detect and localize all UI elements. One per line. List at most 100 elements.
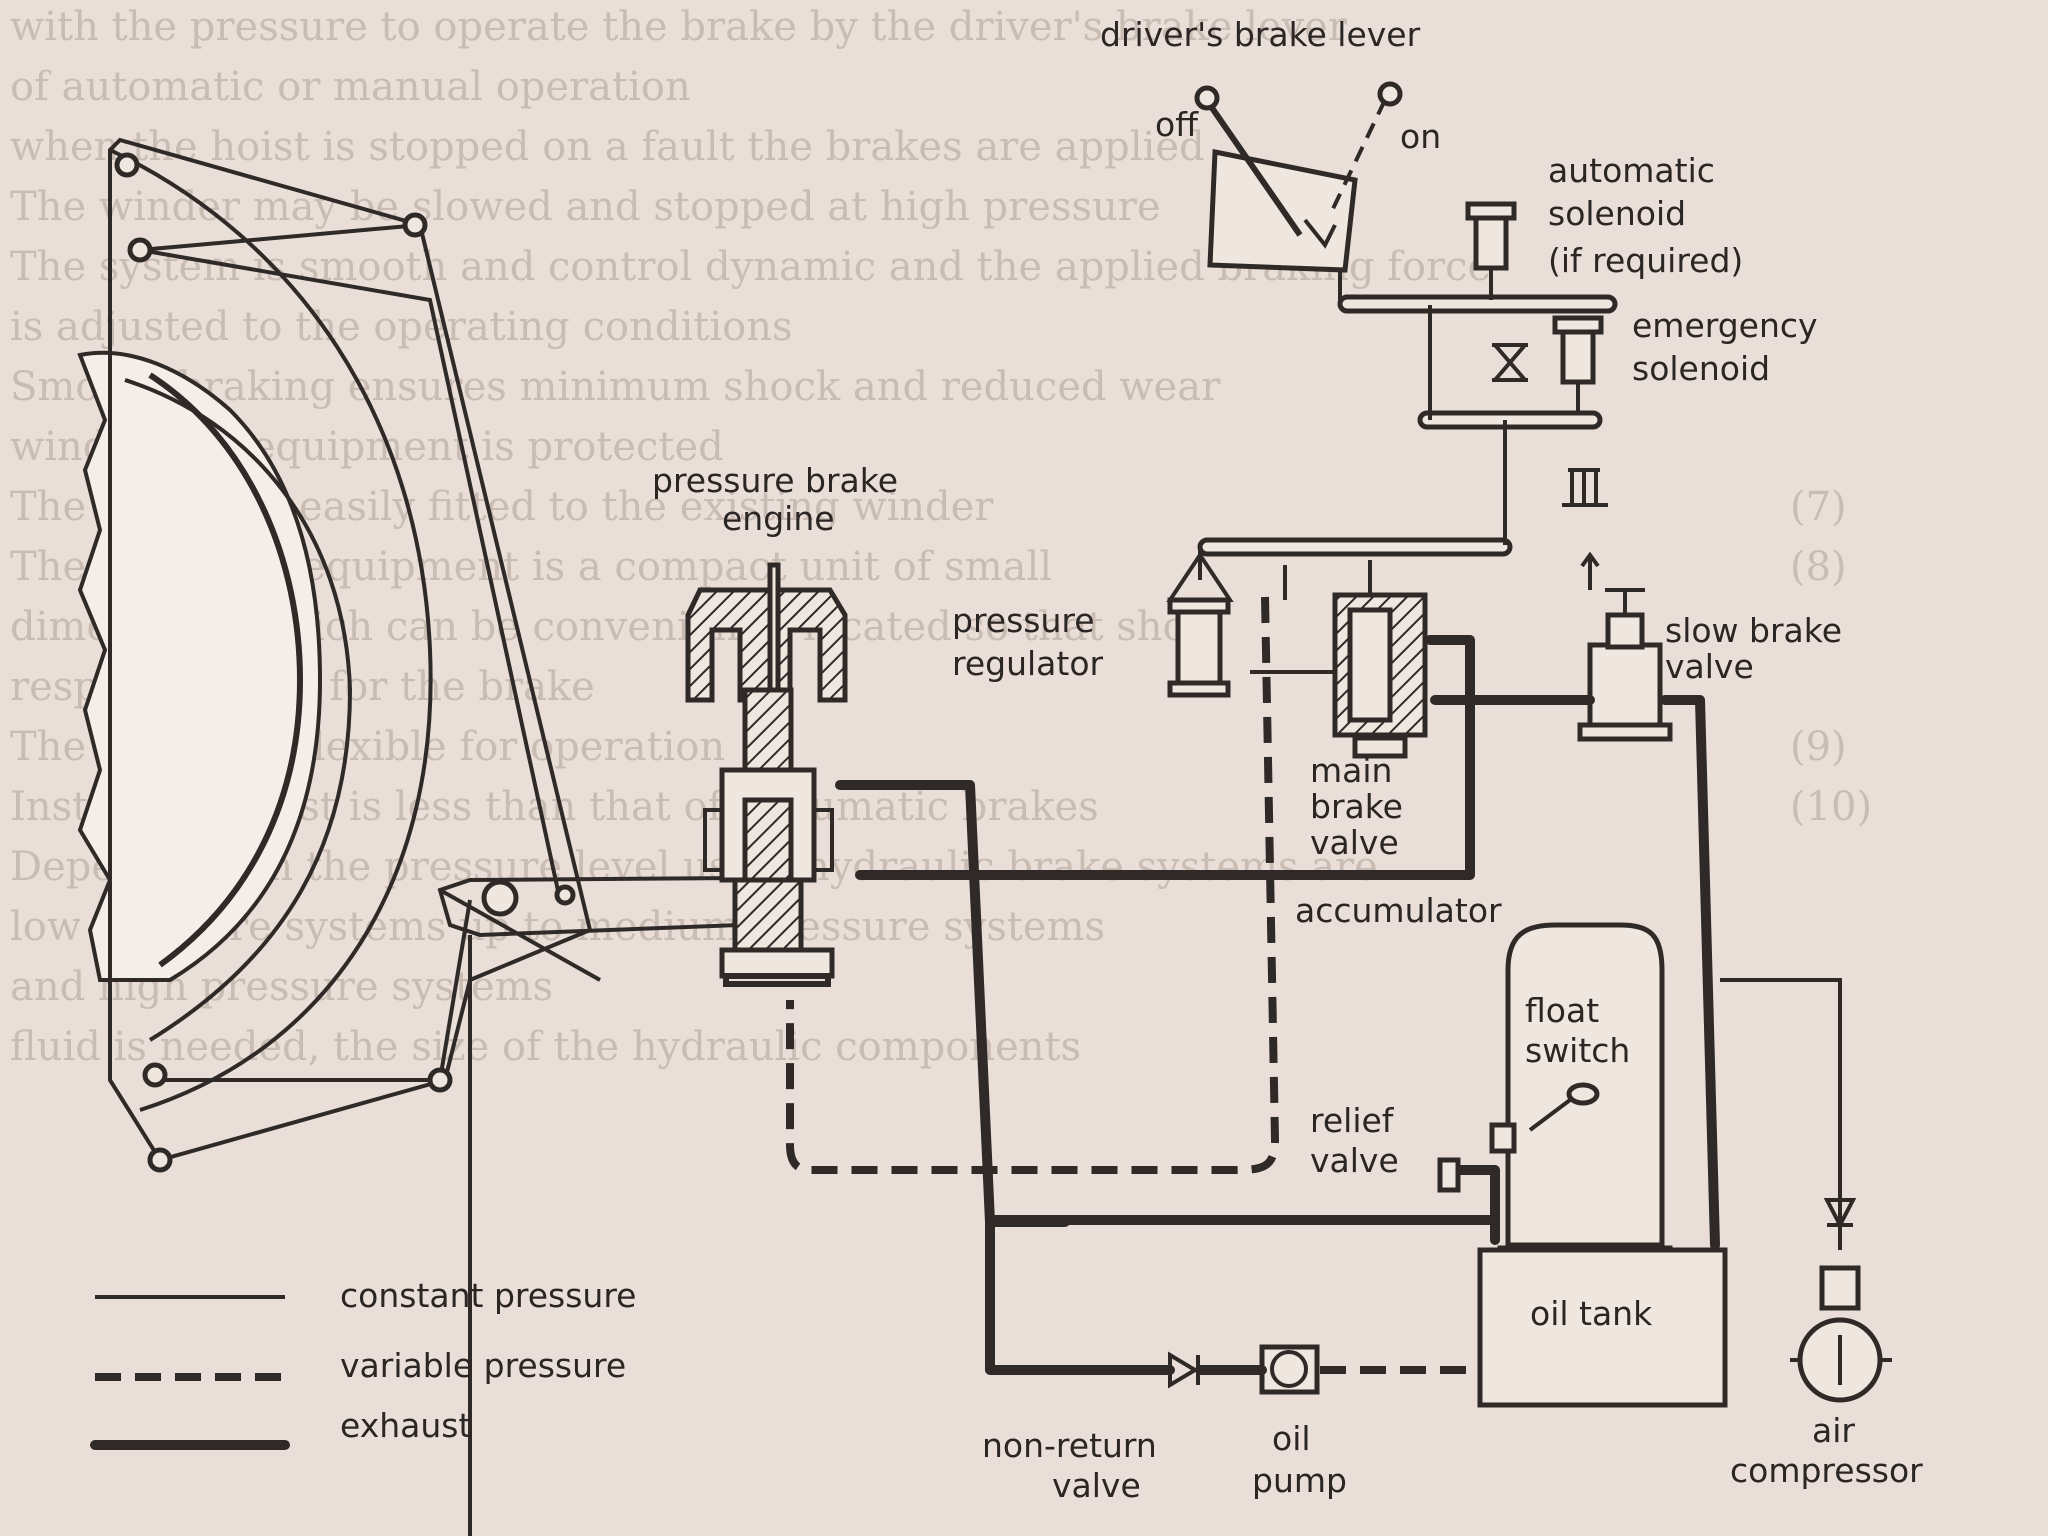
lever-link	[439, 888, 601, 982]
lever-pin	[554, 884, 576, 906]
engine-cap	[685, 587, 848, 703]
brake-link-top	[139, 248, 562, 901]
spring-symbol	[1492, 343, 1528, 382]
pivot-pin	[147, 1147, 173, 1173]
compressor-shaft	[1790, 1335, 1892, 1385]
oil-tank	[1477, 1247, 1728, 1408]
main-valve-spool	[1347, 607, 1393, 723]
main-valve-foot	[1352, 735, 1408, 759]
lever-detent	[1303, 218, 1337, 249]
legend: constant pressure variable pressure exha…	[90, 1276, 636, 1450]
legend-label-constant: constant pressure	[340, 1276, 636, 1315]
engine-bracket-right	[814, 808, 834, 872]
bg-line: (8)	[1790, 544, 1847, 590]
label-relief: relief	[1310, 1101, 1395, 1140]
hydraulic-lines	[786, 565, 1842, 1375]
bg-line: is adjusted to the operating conditions	[10, 304, 793, 350]
linkage-rods	[1197, 270, 1618, 580]
upper-linkage-bar	[1337, 294, 1618, 314]
constant-pressure-line	[1720, 978, 1842, 1250]
engine-bracket-left	[703, 808, 722, 872]
label-pressure-brake: pressure brake	[652, 461, 898, 500]
lever-handle-on	[1328, 99, 1387, 216]
bg-line: with the pressure to operate the brake b…	[10, 4, 1348, 50]
bg-line: (7)	[1790, 484, 1847, 530]
slow-valve-arrow	[1580, 551, 1600, 590]
float-switch-contact	[1489, 1122, 1517, 1154]
automatic-solenoid	[1465, 201, 1517, 300]
label-pump: pump	[1252, 1461, 1347, 1500]
label-main-valve: valve	[1310, 823, 1399, 862]
label-float: float	[1525, 991, 1599, 1030]
regulator-cap	[1167, 597, 1231, 615]
engine-base	[719, 947, 835, 979]
label-oil-tank: oil tank	[1530, 1294, 1653, 1333]
bg-line: when the hoist is stopped on a fault the…	[10, 124, 1205, 170]
brake-drum-assembly	[77, 137, 742, 1536]
label-air: air	[1812, 1411, 1855, 1450]
air-compressor	[1790, 1198, 1892, 1403]
middle-linkage-bar	[1417, 410, 1603, 430]
component-labels: driver's brake lever off on automatic so…	[652, 15, 1923, 1505]
label-if-required: (if required)	[1548, 241, 1743, 280]
label-engine: engine	[722, 499, 835, 538]
lower-linkage-bar	[1197, 537, 1513, 557]
label-brake: brake	[1310, 787, 1403, 826]
lever-knob-off	[1194, 85, 1220, 111]
pivot-pin	[127, 237, 153, 263]
relief-valve-body	[1437, 1157, 1461, 1193]
bg-line: The winder may be slowed and stopped at …	[10, 184, 1161, 230]
compressor-cylinder	[1819, 1265, 1861, 1311]
label-non-return: non-return	[982, 1426, 1157, 1465]
slow-valve-base	[1577, 722, 1673, 742]
brake-frame-brace	[139, 223, 421, 252]
label-regulator: regulator	[952, 644, 1104, 683]
lever-handle-off	[1207, 103, 1303, 237]
bg-line: (10)	[1790, 784, 1872, 830]
spring-symbol	[1562, 468, 1608, 507]
engine-piston-rod	[742, 687, 794, 773]
label-slow-valve: valve	[1665, 647, 1754, 686]
engine-lower-body	[732, 877, 804, 953]
main-brake-valve	[1332, 560, 1428, 759]
brake-shoe-outer	[124, 378, 353, 1042]
label-emergency-solenoid: solenoid	[1632, 349, 1770, 388]
oil-pump	[1195, 1344, 1320, 1395]
variable-pressure-line	[786, 596, 1280, 1174]
pump-rotor	[1270, 1350, 1308, 1388]
regulator-body	[1175, 607, 1223, 688]
exhaust-line	[985, 1215, 1175, 1375]
float	[1566, 1082, 1600, 1106]
regulator-base	[1167, 680, 1231, 698]
label-off: off	[1155, 105, 1199, 144]
exhaust-line	[1660, 695, 1720, 1250]
label-on: on	[1400, 117, 1441, 156]
pivot-pin	[402, 212, 428, 238]
engine-base-plate	[723, 973, 831, 987]
label-main: main	[1310, 751, 1392, 790]
emergency-solenoid	[1552, 315, 1604, 415]
label-drivers-brake-lever: driver's brake lever	[1100, 15, 1421, 54]
label-compressor: compressor	[1730, 1451, 1923, 1490]
relief-valve	[1437, 1157, 1461, 1193]
exhaust-line	[1450, 1165, 1500, 1245]
slow-brake-valve	[1577, 551, 1673, 742]
drivers-brake-lever[interactable]	[1194, 81, 1403, 273]
brake-post-curve	[109, 148, 433, 1112]
slow-valve-body	[1587, 642, 1663, 728]
float-switch-arm	[1528, 1098, 1572, 1132]
pivot-pin	[427, 1067, 453, 1093]
compressor-check-valve	[1823, 1198, 1857, 1230]
pressure-regulator	[1166, 551, 1234, 698]
pivot-pin	[114, 152, 140, 178]
pressure-brake-engine	[685, 562, 848, 987]
oil-tank-body	[1477, 1247, 1728, 1408]
brake-shoe-lining	[148, 372, 304, 968]
label-accumulator: accumulator	[1295, 891, 1502, 930]
label-oil: oil	[1272, 1419, 1311, 1458]
solenoid-body	[1560, 329, 1596, 385]
pivot-pin	[142, 1062, 168, 1088]
slow-valve-handwheel	[1605, 588, 1645, 615]
